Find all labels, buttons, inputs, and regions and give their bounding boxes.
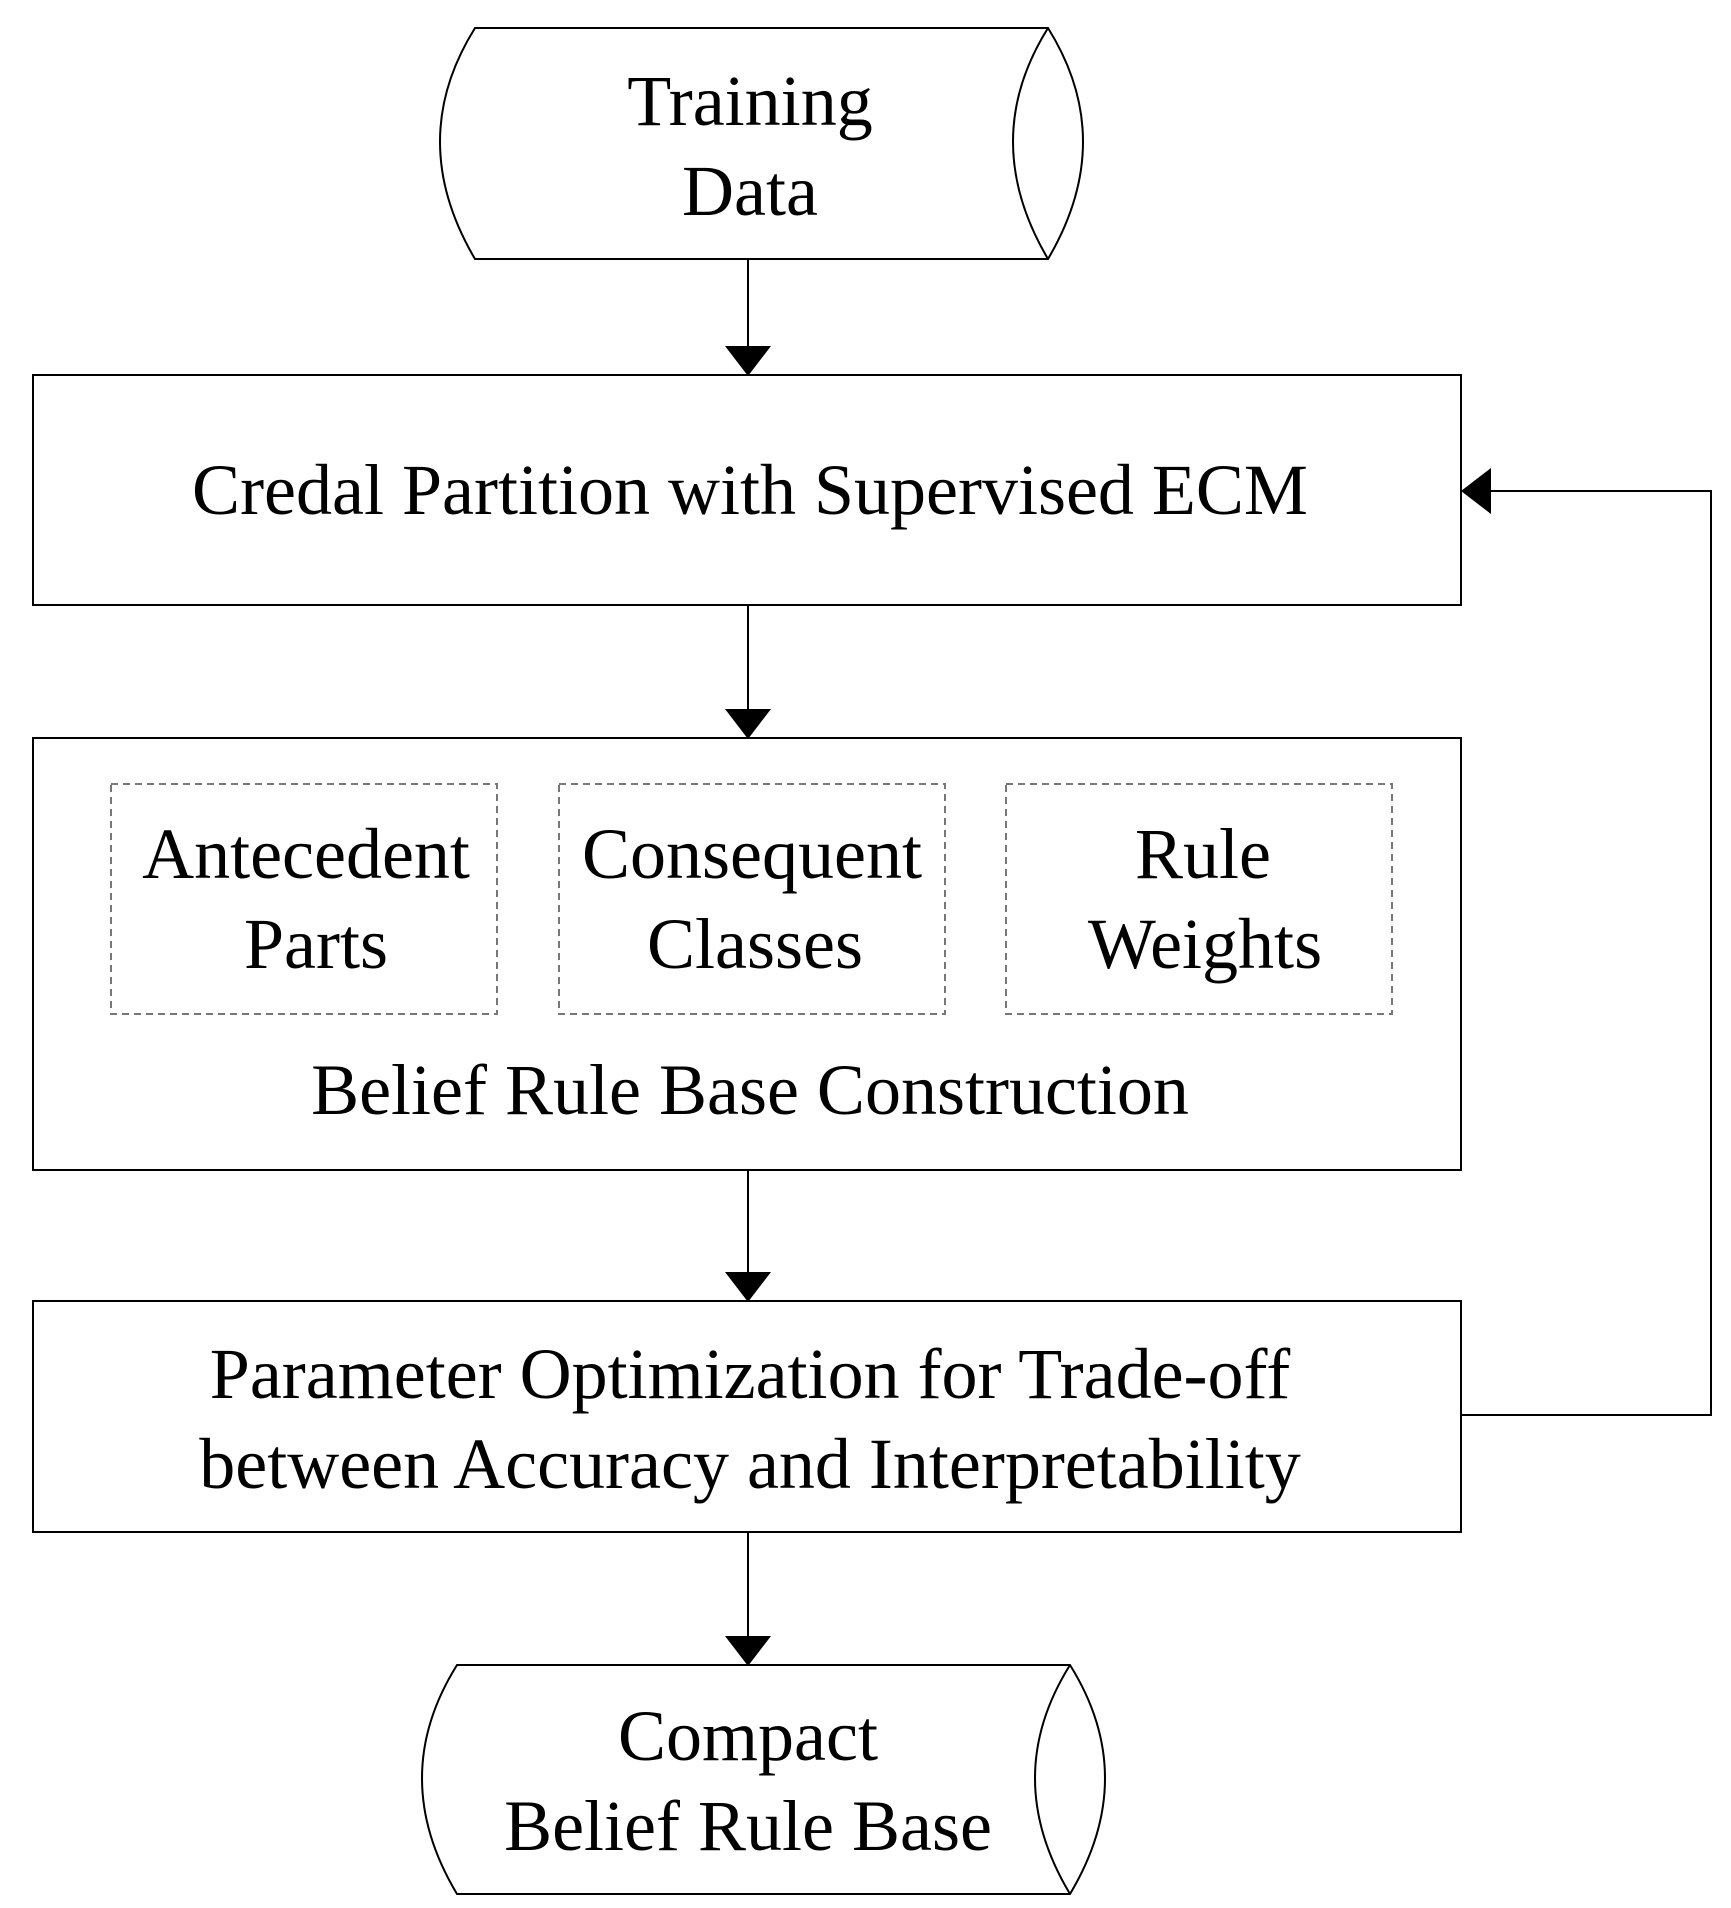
rule-weights-line2: Weights [1088,904,1322,984]
rule-weights-line1: Rule [1135,814,1271,894]
parameter-optimization-line1: Parameter Optimization for Trade-off [210,1334,1290,1414]
parameter-optimization-box [32,1300,1462,1533]
training-data-label-line2: Data [682,151,818,231]
credal-partition-node: Credal Partition with Supervised ECM [32,374,1462,606]
credal-partition-box [32,374,1462,606]
rule-weights-box [1005,783,1393,1015]
compact-brb-node: Compact Belief Rule Base [421,1664,1106,1895]
consequent-classes-line1: Consequent [582,814,922,894]
compact-brb-cylinder-edge [1034,1664,1071,1895]
parameter-optimization-node: Parameter Optimization for Trade-off bet… [32,1300,1462,1533]
consequent-classes-line2: Classes [647,904,863,984]
credal-partition-label: Credal Partition with Supervised ECM [192,450,1308,530]
brb-construction-box [32,737,1462,1171]
training-data-cylinder-edge [1012,27,1049,260]
compact-brb-label-line2: Belief Rule Base [504,1786,992,1866]
parameter-optimization-line2: between Accuracy and Interpretability [199,1424,1300,1504]
antecedent-parts-line1: Antecedent [142,814,470,894]
training-data-node: Training Data [439,27,1084,260]
brb-construction-node: Antecedent Parts Consequent Classes Rule… [32,737,1462,1171]
brb-construction-label: Belief Rule Base Construction [311,1050,1189,1130]
consequent-classes-box [558,783,946,1015]
antecedent-parts-box [110,783,498,1015]
antecedent-parts-line2: Parts [244,904,388,984]
feedback-loop-arrow [1461,468,1712,1416]
training-data-label-line1: Training [627,61,872,141]
compact-brb-label-line1: Compact [618,1696,878,1776]
